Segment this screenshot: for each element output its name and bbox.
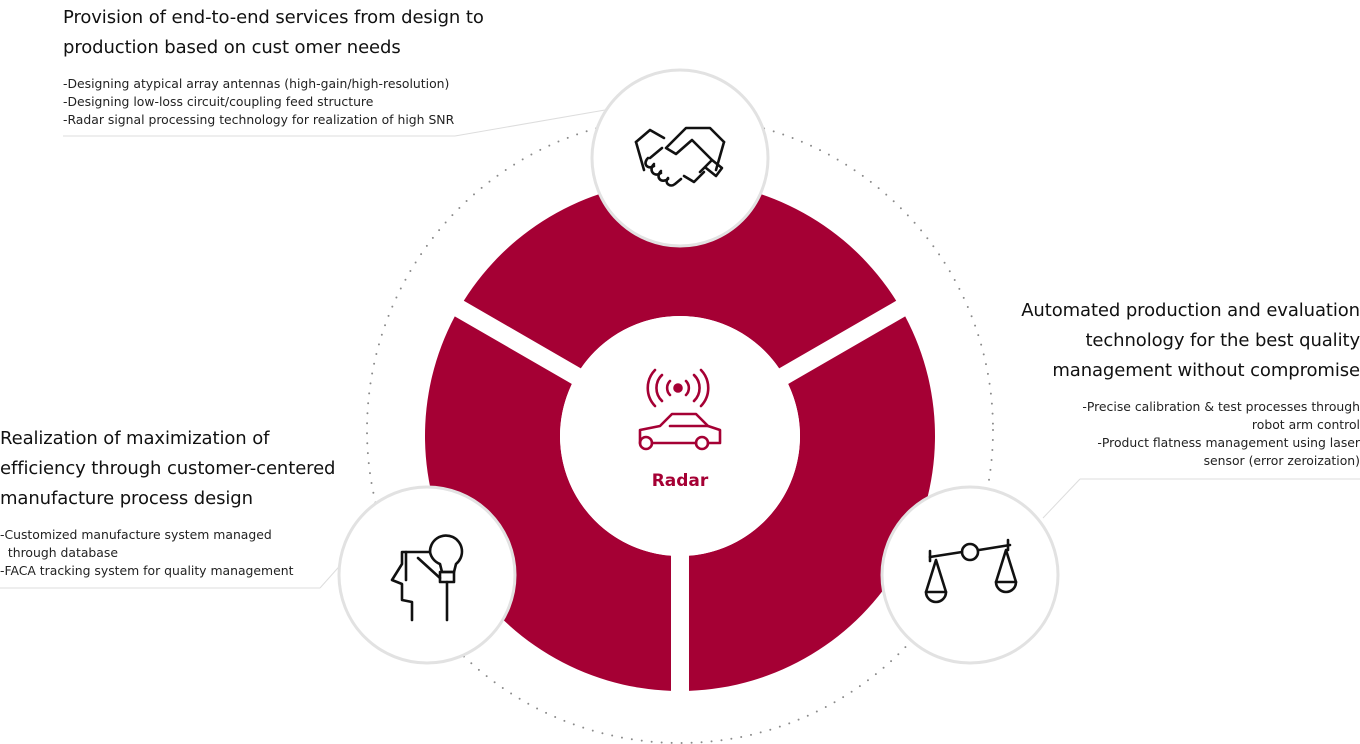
dotted-orbit <box>366 116 994 744</box>
section-top-title: Provision of end-to-end services from de… <box>63 7 484 58</box>
list-item: through database <box>0 545 118 560</box>
ring-segment-right <box>688 316 936 691</box>
center-label: Radar <box>651 471 709 491</box>
circle-top <box>590 68 770 248</box>
head-lightbulb-icon <box>390 534 464 622</box>
section-right: Automated production and evaluation tech… <box>1000 296 1360 470</box>
radar-car-icon <box>638 368 722 451</box>
section-left-title: Realization of maximization of efficienc… <box>0 428 336 509</box>
section-right-list: -Precise calibration & test processes th… <box>1000 398 1360 470</box>
list-item: -Designing atypical array antennas (high… <box>63 76 450 91</box>
list-item: -FACA tracking system for quality manage… <box>0 563 294 578</box>
list-item: sensor (error zeroization) <box>1203 453 1360 468</box>
connector-top-diag <box>454 109 606 137</box>
list-item: robot arm control <box>1251 417 1360 432</box>
section-top-list: -Designing atypical array antennas (high… <box>63 75 533 129</box>
balance-scale-icon <box>924 538 1018 604</box>
circle-left <box>337 485 517 665</box>
list-item: -Radar signal processing technology for … <box>63 112 455 127</box>
list-item: -Precise calibration & test processes th… <box>1082 399 1360 414</box>
connector-right-diag <box>1042 478 1081 519</box>
section-top: Provision of end-to-end services from de… <box>63 3 533 129</box>
center-disc <box>560 316 800 556</box>
ring-segment-top <box>463 181 897 369</box>
list-item: -Product flatness management using laser <box>1097 435 1360 450</box>
section-left-list: -Customized manufacture system managed t… <box>0 526 360 580</box>
handshake-icon <box>634 126 726 187</box>
section-right-title: Automated production and evaluation tech… <box>1021 300 1360 381</box>
section-left: Realization of maximization of efficienc… <box>0 424 360 580</box>
list-item: -Designing low-loss circuit/coupling fee… <box>63 94 374 109</box>
circle-right <box>880 485 1060 665</box>
list-item: -Customized manufacture system managed <box>0 527 272 542</box>
